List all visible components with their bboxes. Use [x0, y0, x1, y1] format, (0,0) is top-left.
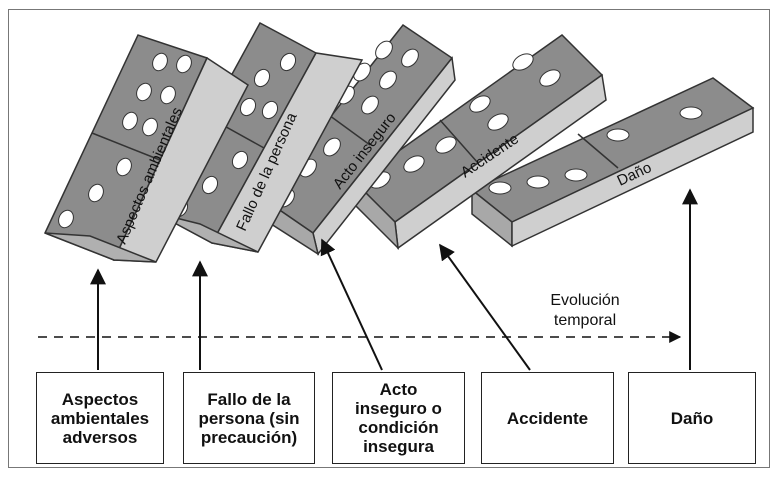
pip [564, 168, 588, 182]
pip [122, 111, 138, 131]
pip [679, 106, 703, 120]
pip [488, 181, 512, 195]
pip [375, 40, 393, 60]
pip [401, 48, 419, 68]
box-accidente: Accidente [481, 372, 614, 464]
domino-acto-inseguro: Acto inseguro [263, 23, 456, 256]
pip [136, 82, 152, 102]
arrow-accidente [439, 243, 531, 371]
pip [201, 175, 219, 195]
pip [539, 69, 561, 87]
pip [176, 54, 192, 74]
domino-end [155, 212, 259, 253]
pip [231, 150, 249, 170]
pip [403, 155, 425, 173]
domino-divider [577, 133, 619, 169]
pip [142, 117, 158, 137]
box-aspectos-ambientales: Aspectos ambientales adversos [36, 372, 164, 464]
pip [160, 85, 176, 105]
box-fallo-persona: Fallo de la persona (sin precaución) [183, 372, 315, 464]
domino-side [511, 106, 754, 248]
pip [152, 52, 168, 72]
timeline-label-line2: temporal [554, 312, 616, 329]
pip [58, 209, 74, 229]
box-text: Daño [670, 408, 714, 428]
domino-divider [91, 132, 161, 161]
domino-aspectos: Aspectos ambientales [43, 34, 249, 263]
arrow-acto [320, 238, 383, 371]
domino-dano: Daño [470, 77, 755, 248]
box-text: Fallo de la persona (sin precaución) [198, 389, 300, 447]
pip [253, 68, 271, 88]
pip [279, 52, 297, 72]
box-text: Aspectos ambientales adversos [50, 389, 150, 447]
pip [512, 53, 534, 71]
domino-divider [439, 119, 479, 164]
domino-end [44, 232, 157, 263]
pip [261, 100, 279, 120]
domino-fallo: Fallo de la persona [154, 21, 364, 253]
box-dano: Daño [628, 372, 756, 464]
pip [379, 70, 397, 90]
box-text: Acto inseguro o condición insegura [355, 380, 442, 456]
pip [88, 183, 104, 203]
pip [116, 157, 132, 177]
pip [526, 175, 550, 189]
pip [487, 113, 509, 131]
pip [435, 136, 457, 154]
timeline-label-line1: Evolución [550, 292, 619, 309]
pip [323, 137, 341, 157]
pip [239, 97, 257, 117]
diagram-frame [8, 9, 770, 468]
box-text: Accidente [506, 408, 589, 428]
pip [606, 128, 630, 142]
domino-accidente: Accidente [353, 34, 607, 251]
pip [361, 95, 379, 115]
box-acto-inseguro: Acto inseguro o condición insegura [332, 372, 465, 464]
pip [469, 95, 491, 113]
